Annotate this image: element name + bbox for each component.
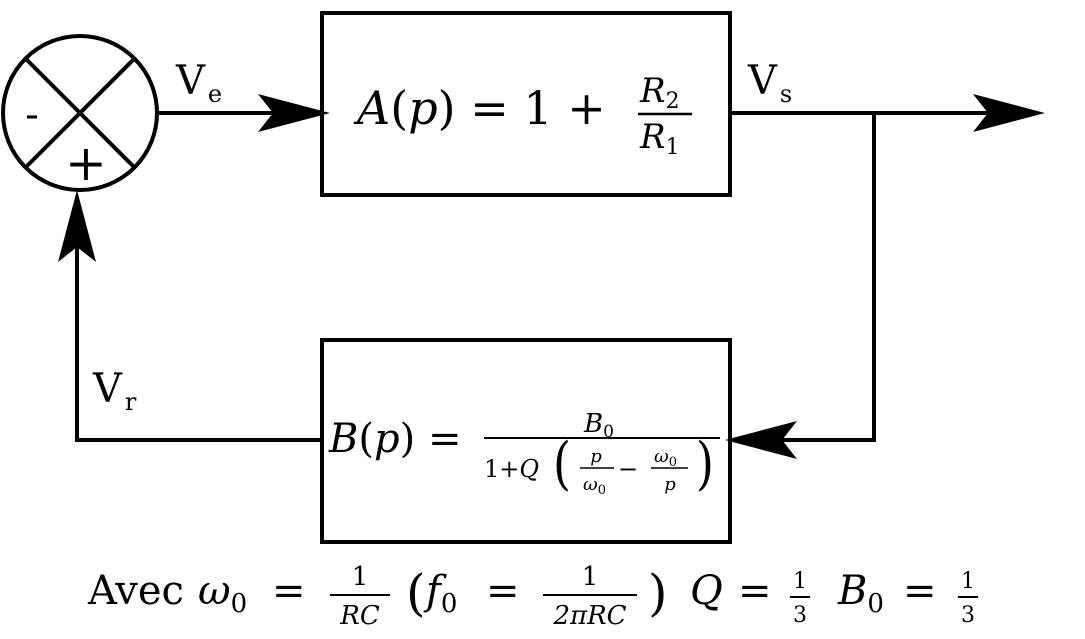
wire-feedback-left [75, 240, 322, 442]
feedback-block-numerator: B0 [583, 409, 614, 442]
plus-sign: + [65, 134, 107, 192]
signal-wires [75, 111, 990, 442]
svg-text:Vr: Vr [92, 366, 137, 416]
arrowhead-to-junction [58, 190, 96, 262]
caption-prefix: Avec [87, 568, 184, 614]
caption-eq-3: = [738, 568, 772, 614]
caption-B0: B0 [837, 568, 884, 619]
caption-right-paren: ) [648, 564, 668, 622]
arrowhead-output [973, 94, 1045, 132]
caption-frac2-den: 2πRC [552, 601, 626, 631]
caption-eq-1: = [272, 568, 306, 614]
summing-junction: - + [1, 34, 159, 192]
caption-frac2-num: 1 [582, 562, 599, 592]
wire-feedback-right [775, 113, 876, 442]
forward-block: A(p) = 1 + R2 R1 [320, 11, 732, 197]
feedback-block-lhs: B(p) = [328, 416, 461, 462]
feedback-block-denominator: 1+Q [484, 455, 539, 483]
forward-block-denominator: R1 [639, 117, 680, 160]
feedback-block: B(p) = B0 1+Q ( p ω0 − ω0 p ) [320, 338, 732, 544]
feedback-block-inner-num2: ω0 [654, 446, 677, 470]
feedback-block-minus: − [618, 455, 638, 483]
caption-frac3-den: 3 [793, 603, 807, 628]
caption-eq-2: = [486, 568, 520, 614]
feedback-block-inner-den2: p [664, 474, 676, 495]
caption-frac4-num: 1 [961, 569, 975, 594]
caption-Q: Q [690, 568, 723, 614]
caption-eq-4: = [903, 568, 937, 614]
svg-text:Ve: Ve [175, 58, 222, 108]
caption-omega: ω0 [198, 568, 247, 619]
caption-f0: f0 [423, 568, 457, 619]
caption: Avec ω0 = 1 RC ( f0 = 1 2πRC ) Q = 1 3 B… [87, 562, 978, 631]
feedback-block-inner-num1: p [590, 446, 602, 467]
feedback-block-right-paren: ) [696, 431, 714, 497]
forward-block-numerator: R2 [639, 71, 680, 114]
forward-block-lhs: A(p) = 1 + [353, 81, 606, 135]
minus-sign: - [25, 92, 39, 138]
feedback-block-inner-den1: ω0 [583, 474, 606, 498]
caption-frac1-num: 1 [352, 562, 369, 592]
svg-text:Vs: Vs [747, 58, 792, 108]
caption-left-paren: ( [406, 564, 426, 622]
caption-frac3-num: 1 [793, 569, 807, 594]
arrowhead-input [258, 94, 330, 132]
caption-frac4-den: 3 [961, 603, 975, 628]
arrowhead-feedback [725, 421, 797, 459]
feedback-block-left-paren: ( [553, 431, 571, 497]
caption-frac1-den: RC [339, 601, 380, 631]
